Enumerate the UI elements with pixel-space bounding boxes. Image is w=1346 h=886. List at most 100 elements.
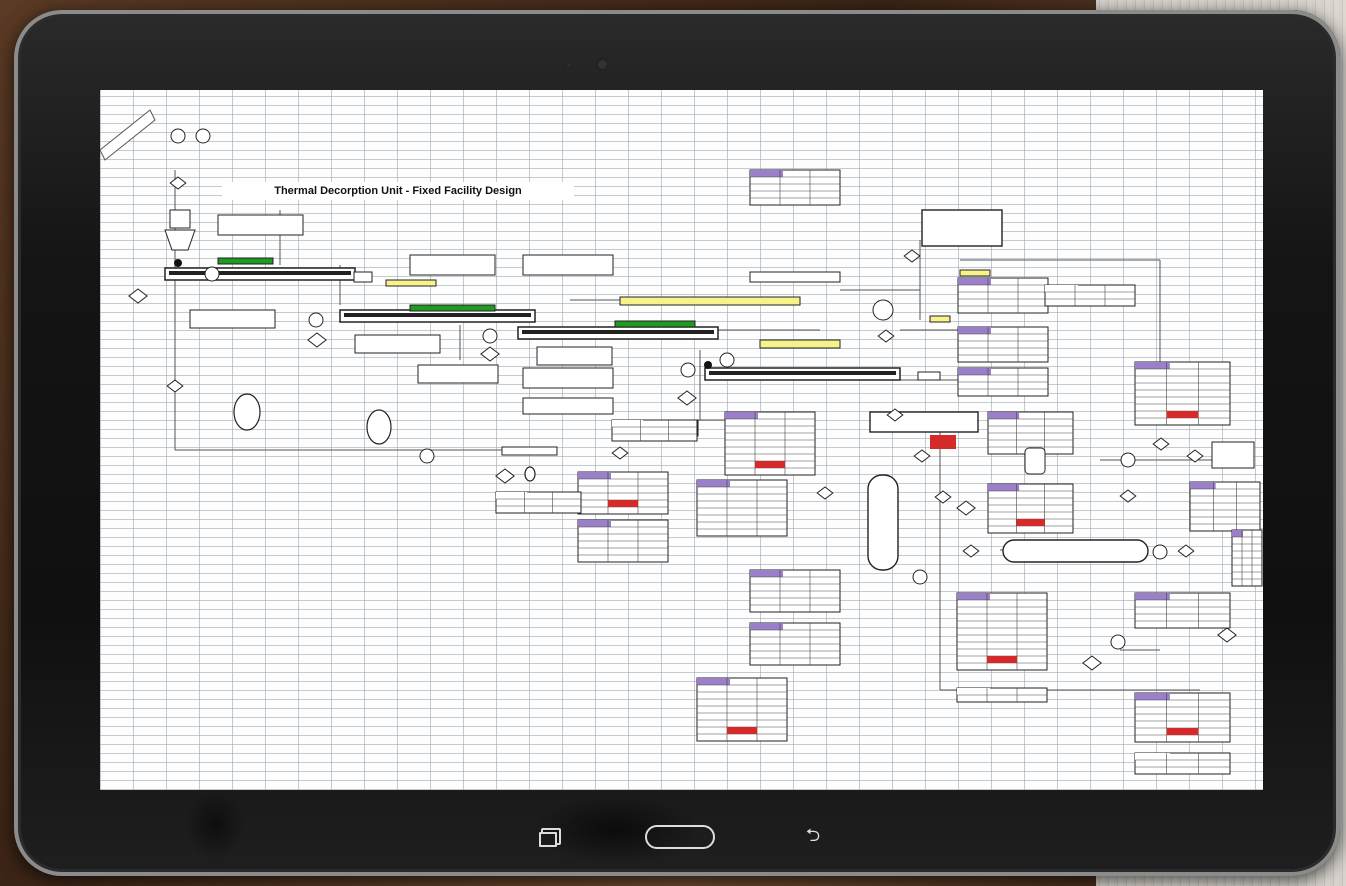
recent-apps-button[interactable] <box>536 828 560 850</box>
data-table-header <box>958 368 991 375</box>
data-table-header <box>957 688 990 695</box>
label-box <box>409 254 496 276</box>
data-table-header <box>957 593 990 600</box>
pump-icon <box>419 448 435 464</box>
label-box <box>522 367 614 389</box>
data-table-alert-cell <box>1166 411 1199 418</box>
label-box <box>522 254 614 276</box>
conveyor-screw <box>169 271 351 275</box>
horizontal-tank <box>1002 539 1149 563</box>
vessel <box>524 466 536 482</box>
flow-node <box>704 361 712 369</box>
diagram-title: Thermal Decorption Unit - Fixed Facility… <box>222 182 574 200</box>
pump-icon <box>1152 544 1168 560</box>
conveyor-screw <box>522 330 714 334</box>
valve-diamond <box>1186 449 1204 463</box>
conveyor-screw <box>344 313 531 317</box>
pump-icon <box>308 312 324 328</box>
data-table-alert-cell <box>1016 519 1045 526</box>
valve-diamond <box>934 490 952 504</box>
heat-exchanger-icon <box>872 299 894 321</box>
valve-diamond <box>611 446 629 460</box>
flow-node <box>174 259 182 267</box>
label-box <box>385 279 437 287</box>
data-table-header <box>612 420 644 427</box>
tablet-screen: Thermal Decorption Unit - Fixed Facility… <box>100 90 1263 790</box>
valve-diamond <box>903 249 921 263</box>
data-table-header <box>1135 693 1170 700</box>
vessel <box>233 393 261 431</box>
valve-diamond <box>495 468 515 484</box>
valve-diamond <box>480 346 500 362</box>
pump-icon <box>1110 634 1126 650</box>
valve-diamond <box>886 408 904 422</box>
valve-diamond <box>1119 489 1137 503</box>
output-box <box>1211 441 1255 469</box>
label-box <box>217 214 304 236</box>
bin-icon <box>1024 447 1046 475</box>
valve-diamond <box>677 390 697 406</box>
label-box <box>759 339 841 349</box>
data-table-header <box>958 327 991 334</box>
data-table-header <box>1045 285 1078 292</box>
valve-diamond <box>816 486 834 500</box>
vessel <box>366 409 392 445</box>
data-table <box>1189 481 1261 532</box>
home-button[interactable] <box>645 825 715 849</box>
data-table-header <box>725 412 758 419</box>
conveyor-end <box>917 371 941 381</box>
label-box <box>929 315 951 323</box>
back-button[interactable]: ⮌ <box>800 825 826 850</box>
valve-diamond <box>877 329 895 343</box>
data-table-header <box>750 170 783 177</box>
data-table-header <box>1135 753 1170 760</box>
hopper <box>164 229 196 251</box>
data-table-header <box>958 278 991 285</box>
alarm-indicator <box>930 435 956 449</box>
label-box <box>536 346 613 366</box>
rotary-feeder-icon <box>170 128 186 144</box>
data-table-header <box>1135 362 1170 369</box>
valve-diamond <box>956 500 976 516</box>
data-table-header <box>750 623 783 630</box>
pump-icon <box>204 266 220 282</box>
reflection-shadow-left <box>185 790 245 860</box>
separator-box <box>869 411 979 433</box>
inlet-conveyor <box>100 109 156 161</box>
label-box <box>417 364 499 384</box>
data-table-alert-cell <box>727 727 757 734</box>
back-icon: ⮌ <box>805 825 821 845</box>
valve-diamond <box>166 379 184 393</box>
pump-icon <box>680 362 696 378</box>
data-table-header <box>1232 530 1243 537</box>
pump-icon <box>719 352 735 368</box>
label-box <box>409 304 496 312</box>
data-table-header <box>1135 593 1170 600</box>
label-box <box>619 296 801 306</box>
label-box <box>217 257 274 265</box>
pump-icon <box>1120 452 1136 468</box>
vessel-top <box>501 446 558 456</box>
valve-diamond <box>913 449 931 463</box>
reflection-shadow <box>530 795 700 865</box>
label-box <box>522 397 614 415</box>
vertical-column <box>867 474 899 571</box>
recent-apps-icon <box>539 831 557 847</box>
data-table-header <box>1190 482 1216 489</box>
conveyor-end <box>353 271 373 283</box>
data-table-alert-cell <box>755 461 785 468</box>
data-table-header <box>988 412 1020 419</box>
valve-diamond <box>1217 627 1237 643</box>
heat-exchanger-box <box>921 209 1003 247</box>
data-table-header <box>578 520 611 527</box>
data-table-header <box>697 480 730 487</box>
front-camera-icon <box>598 60 607 69</box>
data-table-alert-cell <box>987 656 1017 663</box>
pump-icon <box>912 569 928 585</box>
motor-icon <box>195 128 211 144</box>
label-box <box>614 320 696 328</box>
data-table-header <box>697 678 730 685</box>
data-table-header <box>578 472 611 479</box>
data-table-alert-cell <box>1166 728 1199 735</box>
data-table-alert-cell <box>608 500 638 507</box>
